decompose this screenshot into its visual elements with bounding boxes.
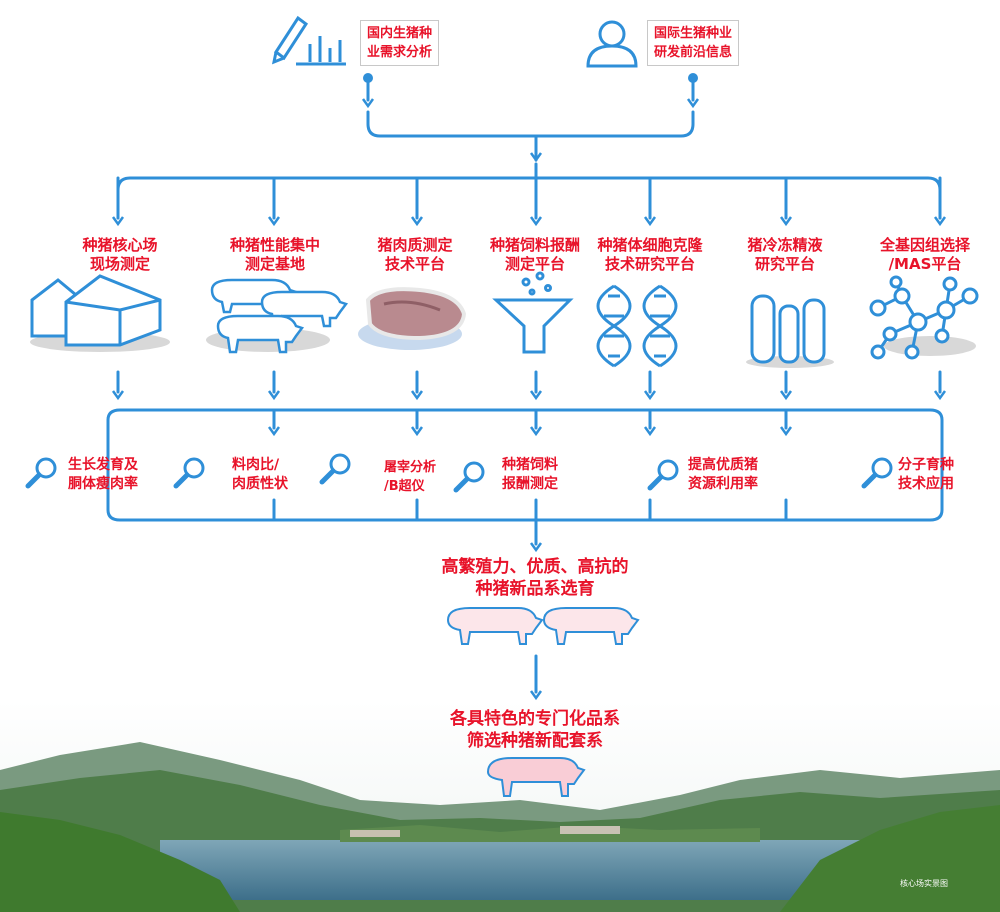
pink-pigs-icon — [446, 607, 640, 645]
analysis-label-4: 种猪饲料 报酬测定 — [502, 457, 558, 492]
person-icon — [586, 20, 638, 68]
dna-icon — [596, 284, 678, 368]
distribution-arrow-4 — [529, 216, 543, 227]
magnifier-icon — [173, 457, 205, 489]
platform-label-5: 种猪体细胞克隆 技术研究平台 — [597, 236, 703, 273]
distribution-arrow-1 — [111, 216, 125, 227]
platform-label-1: 种猪核心场 现场测定 — [82, 236, 158, 273]
domestic-demand-box: 国内生猪种 业需求分析 — [360, 20, 440, 66]
international-frontier-box: 国际生猪种业 研发前沿信息 — [647, 20, 740, 66]
result-arrow-2 — [529, 690, 543, 701]
magnifier-icon — [647, 459, 679, 491]
distribution-arrow-7 — [933, 216, 947, 227]
platform-arrow-6 — [779, 390, 793, 401]
analysis-label-5: 提高优质猪 资源利用率 — [688, 457, 758, 492]
result-matching-lines: 各具特色的专门化品系 筛选种猪新配套系 — [450, 709, 620, 751]
magnifier-icon — [453, 461, 485, 493]
magnifier-icon — [25, 457, 57, 489]
distribution-arrow-5 — [643, 216, 657, 227]
funnel-icon — [492, 271, 574, 354]
result-arrow-1 — [529, 542, 543, 553]
magnifier-icon — [861, 457, 893, 489]
analysis-label-1: 生长发育及 胴体瘦肉率 — [68, 457, 138, 492]
source-arrow-1 — [361, 98, 375, 109]
pigs-icon — [206, 278, 349, 354]
platform-label-3: 猪肉质测定 技术平台 — [377, 236, 453, 273]
platform-arrow-2 — [267, 390, 281, 401]
pink-pig-icon — [486, 757, 586, 797]
analysis-arrow-1 — [267, 426, 281, 437]
platform-arrow-5 — [643, 390, 657, 401]
distribution-arrow-2 — [267, 216, 281, 227]
merge-bracket — [366, 110, 695, 138]
farm-houses-icon — [30, 274, 170, 352]
test-tubes-icon — [746, 294, 834, 368]
platform-label-2: 种猪性能集中 测定基地 — [229, 236, 320, 273]
platform-label-4: 种猪饲料报酬 测定平台 — [489, 236, 580, 273]
analysis-arrow-5 — [779, 426, 793, 437]
molecule-network-icon — [869, 275, 979, 360]
analysis-label-3: 屠宰分析 /B超仪 — [384, 460, 437, 494]
pencil-chart-icon — [271, 15, 346, 66]
platform-arrow-3 — [410, 390, 424, 401]
distribution-arrow-3 — [410, 216, 424, 227]
analysis-label-2: 料肉比/ 肉质性状 — [232, 457, 288, 492]
meat-icon — [358, 287, 467, 350]
distribution-arrow-6 — [779, 216, 793, 227]
analysis-arrow-3 — [529, 426, 543, 437]
analysis-label-6: 分子育种 技术应用 — [898, 457, 954, 492]
platform-arrow-4 — [529, 390, 543, 401]
merge-arrow — [529, 152, 543, 163]
platform-arrow-1 — [111, 390, 125, 401]
magnifier-icon — [319, 453, 351, 485]
platform-label-7: 全基因组选择 /MAS平台 — [879, 236, 970, 273]
analysis-arrow-4 — [643, 426, 657, 437]
analysis-arrow-2 — [410, 426, 424, 437]
photo-caption: 核心场实景图 — [900, 879, 948, 888]
analysis-frame — [106, 408, 944, 522]
platform-arrow-7 — [933, 390, 947, 401]
source-arrow-2 — [686, 98, 700, 109]
result-new-lines: 高繁殖力、优质、高抗的 种猪新品系选育 — [441, 557, 629, 599]
platform-label-6: 猪冷冻精液 研究平台 — [747, 236, 823, 273]
